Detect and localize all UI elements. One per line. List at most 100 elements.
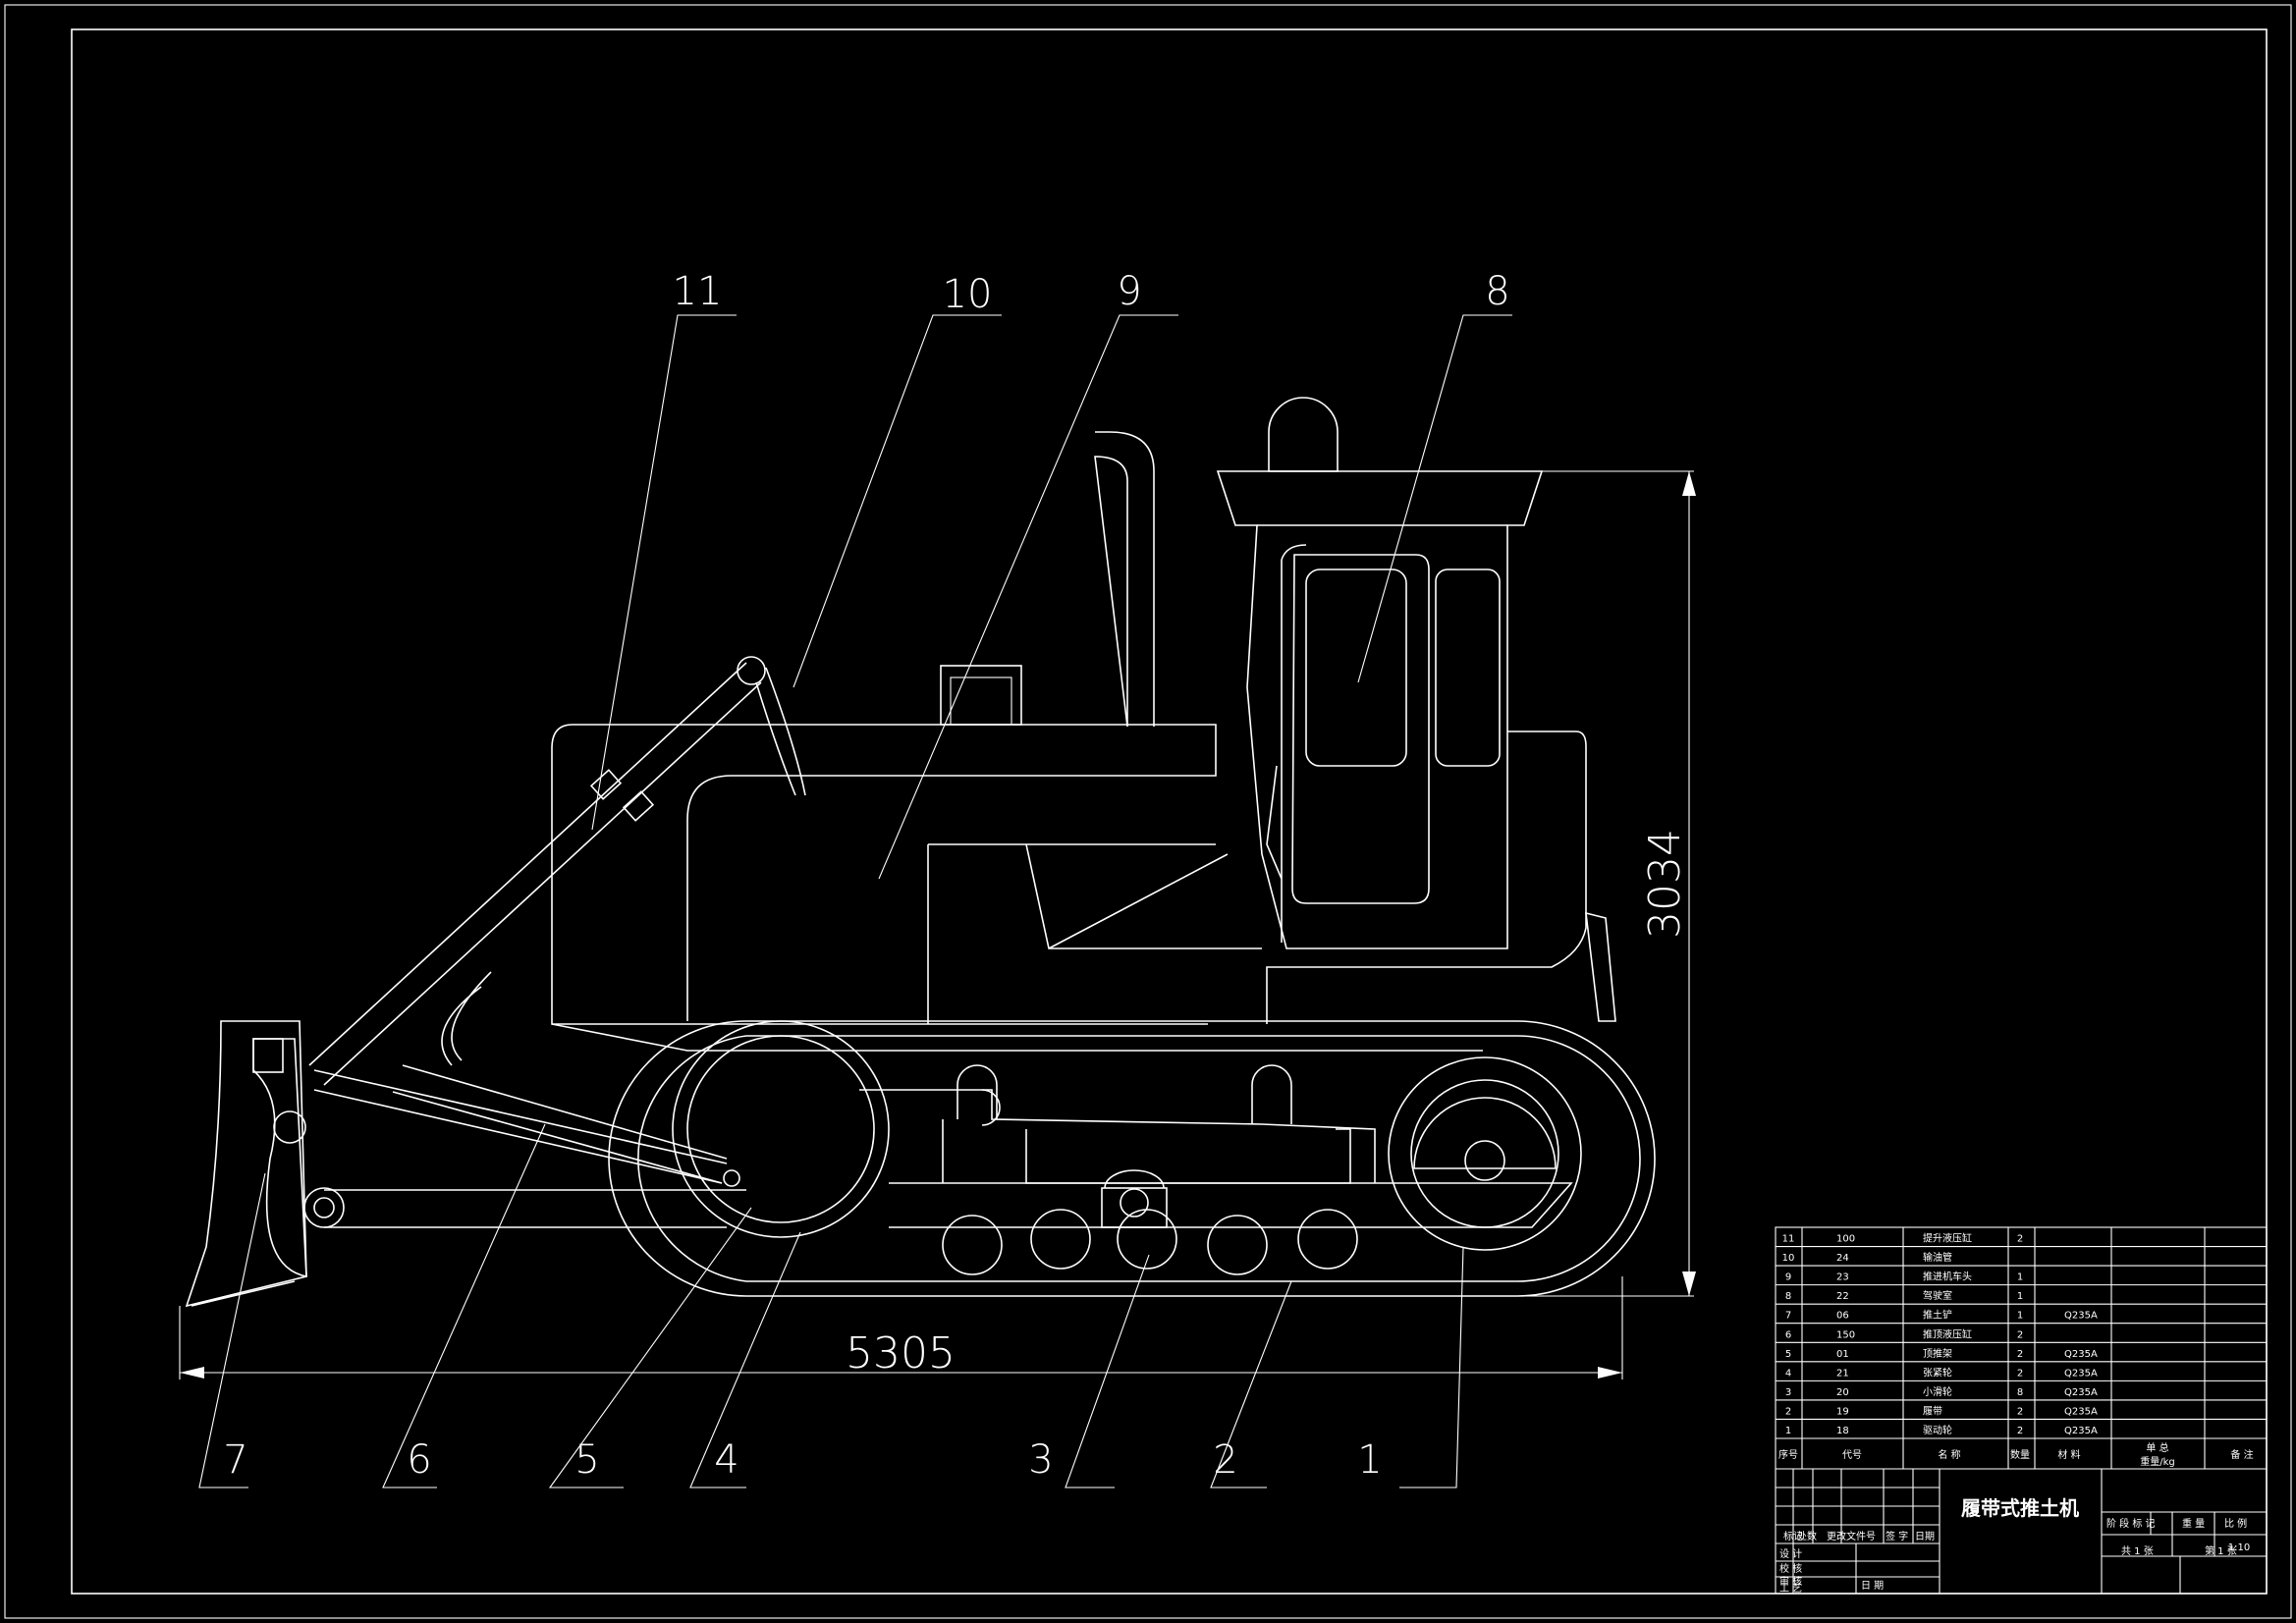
callout-6: 6 xyxy=(407,1437,431,1483)
sheets-total: 共 1 张 xyxy=(2121,1545,2154,1557)
hdr-weight: 重量/kg xyxy=(2140,1455,2175,1468)
callout-2: 2 xyxy=(1213,1437,1237,1483)
rev-count: 处数 xyxy=(1797,1530,1817,1542)
parts-cell-name: 推进机车头 xyxy=(1923,1271,1972,1283)
exhaust-pipe xyxy=(1094,431,1155,728)
parts-cell-qty: 2 xyxy=(2017,1368,2023,1379)
blade xyxy=(185,1020,307,1308)
rev-doc: 更改文件号 xyxy=(1827,1530,1876,1542)
callout-9: 9 xyxy=(1117,269,1141,314)
parts-cell-material: Q235A xyxy=(2064,1387,2098,1398)
hdr-qty: 数量 xyxy=(2010,1448,2030,1461)
air-intake xyxy=(940,665,1022,726)
parts-cell-code: 01 xyxy=(1836,1349,1849,1360)
parts-cell-code: 21 xyxy=(1836,1368,1849,1379)
parts-cell-code: 23 xyxy=(1836,1272,1849,1283)
parts-cell-material: Q235A xyxy=(2064,1311,2098,1322)
push-frame xyxy=(324,1189,746,1228)
parts-cell-name: 输油管 xyxy=(1923,1251,1952,1264)
stage-header: 阶 段 标 记 xyxy=(2106,1517,2156,1530)
dim-height: 3034 xyxy=(1640,829,1690,939)
callout-11: 11 xyxy=(673,269,723,314)
parts-cell-name: 顶推架 xyxy=(1923,1347,1952,1360)
callout-leaders xyxy=(198,314,1512,1488)
parts-cell-qty: 1 xyxy=(2017,1311,2023,1322)
support-roller-1 xyxy=(957,1064,998,1119)
parts-cell-seq: 11 xyxy=(1782,1234,1795,1245)
idler-wheel xyxy=(672,1020,890,1238)
support-roller-2 xyxy=(1251,1064,1292,1124)
parts-cell-name: 提升液压缸 xyxy=(1923,1232,1972,1245)
parts-cell-seq: 4 xyxy=(1785,1368,1791,1379)
role-design: 设 计 xyxy=(1779,1547,1802,1560)
parts-cell-seq: 9 xyxy=(1785,1272,1791,1283)
hdr-remark: 备 注 xyxy=(2230,1448,2253,1461)
drawing-title: 履带式推土机 xyxy=(1961,1496,2079,1520)
parts-cell-code: 18 xyxy=(1836,1426,1849,1436)
hdr-name: 名 称 xyxy=(1938,1448,1960,1461)
parts-cell-qty: 1 xyxy=(2017,1291,2023,1302)
lift-cylinder xyxy=(308,662,762,1086)
dimension-lines xyxy=(179,470,1696,1380)
parts-cell-qty: 2 xyxy=(2017,1406,2023,1417)
track xyxy=(608,1020,1656,1297)
scale-header: 比 例 xyxy=(2224,1517,2247,1530)
role-check: 校 核 xyxy=(1779,1562,1802,1575)
hdr-seq: 序号 xyxy=(1778,1448,1798,1461)
parts-cell-code: 19 xyxy=(1836,1406,1849,1417)
callout-4: 4 xyxy=(714,1437,738,1483)
parts-cell-qty: 2 xyxy=(2017,1234,2023,1245)
parts-cell-code: 24 xyxy=(1836,1253,1849,1264)
cab-door xyxy=(1291,554,1430,904)
parts-cell-name: 驾驶室 xyxy=(1923,1289,1952,1302)
callout-1: 1 xyxy=(1357,1437,1382,1483)
cab-window-rear xyxy=(1435,568,1501,767)
tilt-cylinder xyxy=(313,1069,728,1184)
parts-cell-qty: 2 xyxy=(2017,1426,2023,1436)
bulldozer xyxy=(185,397,1656,1308)
parts-cell-seq: 3 xyxy=(1785,1387,1791,1398)
parts-cell-name: 推土铲 xyxy=(1923,1309,1952,1322)
parts-cell-seq: 2 xyxy=(1785,1406,1791,1417)
rev-sign: 签 字 xyxy=(1886,1530,1908,1542)
inner-frame xyxy=(71,28,2268,1595)
parts-cell-name: 驱动轮 xyxy=(1923,1424,1952,1436)
cab-window-front xyxy=(1305,568,1407,767)
drive-sprocket xyxy=(1388,1056,1582,1251)
rear-body xyxy=(1266,730,1587,1024)
parts-cell-code: 06 xyxy=(1836,1311,1849,1322)
parts-cell-seq: 8 xyxy=(1785,1291,1791,1302)
parts-cell-seq: 5 xyxy=(1785,1349,1791,1360)
cab xyxy=(1216,470,1544,949)
parts-cell-name: 张紧轮 xyxy=(1923,1366,1952,1379)
callout-10: 10 xyxy=(943,272,993,317)
callout-8: 8 xyxy=(1485,269,1509,314)
hood-top xyxy=(573,724,1217,1021)
hydraulic-hose xyxy=(755,667,806,796)
cab-light xyxy=(1268,397,1339,472)
parts-cell-qty: 8 xyxy=(2017,1387,2023,1398)
track-rollers xyxy=(942,1209,1358,1275)
parts-cell-material: Q235A xyxy=(2064,1406,2098,1417)
parts-cell-seq: 10 xyxy=(1782,1253,1795,1264)
hdr-code: 代号 xyxy=(1842,1449,1862,1461)
parts-cell-material: Q235A xyxy=(2064,1426,2098,1436)
hdr-material: 材 料 xyxy=(2057,1448,2080,1461)
parts-cell-name: 履带 xyxy=(1923,1405,1942,1417)
parts-cell-seq: 6 xyxy=(1785,1329,1791,1340)
role-review: 审 核 xyxy=(1779,1575,1802,1588)
callout-5: 5 xyxy=(574,1437,599,1483)
scale-value: 1:10 xyxy=(2228,1542,2250,1553)
parts-cell-qty: 2 xyxy=(2017,1329,2023,1340)
parts-cell-seq: 1 xyxy=(1785,1426,1791,1436)
parts-cell-code: 150 xyxy=(1836,1329,1855,1340)
role-process: 工 艺 xyxy=(1779,1583,1802,1595)
parts-cell-name: 推顶液压缸 xyxy=(1923,1327,1972,1340)
outer-frame xyxy=(4,4,2292,1619)
parts-cell-code: 22 xyxy=(1836,1291,1849,1302)
sheets-current: 第 1 张 xyxy=(2205,1544,2237,1557)
parts-cell-material: Q235A xyxy=(2064,1368,2098,1379)
callout-7: 7 xyxy=(223,1437,247,1483)
